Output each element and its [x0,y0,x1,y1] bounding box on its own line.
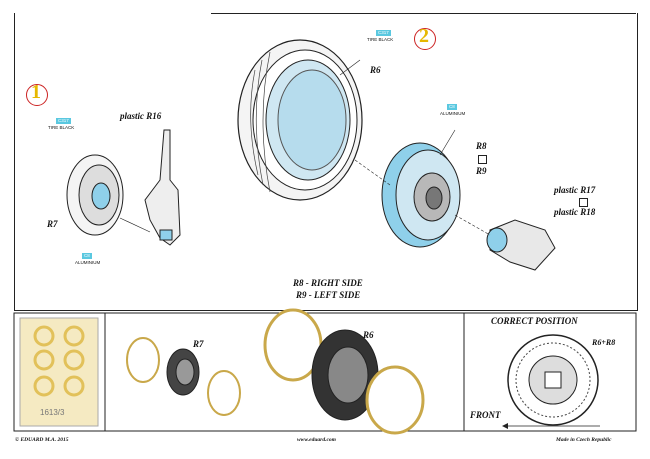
label-r7-lower: R7 [193,339,204,349]
footer-website: www.eduard.com [297,437,336,443]
label-plastic-r17: plastic R17 [554,185,596,195]
lower-wheel-r6 [263,308,425,435]
hub-r8 [381,142,461,248]
paint-badge-label: ALUMINIUM [75,260,101,265]
correct-position-wheel [507,334,599,426]
step-two-ring [414,28,436,50]
label-r6-r8: R6+R8 [592,338,616,347]
label-r6-lower: R6 [363,330,374,340]
mask-sheet-number: 1613/3 [40,408,65,417]
label-plastic-r18: plastic R18 [554,207,596,217]
replace-icon [478,155,487,164]
replace-icon [579,198,588,207]
label-r7: R7 [47,219,58,229]
footer-copyright: © EDUARD M.A. 2015 [15,437,69,443]
label-r8-right-side: R8 - RIGHT SIDE [293,278,363,288]
paint-badge-label: TIRE BLACK [367,37,394,42]
paint-badge-code: C8 [447,104,457,110]
paint-badge-label: TIRE BLACK [48,125,75,130]
footer-made-in: Made in Czech Republic [556,437,612,443]
step-two-number: 2 [419,25,429,47]
paint-badge-code: C317 [376,30,391,36]
label-r6: R6 [370,65,381,75]
label-r9: R9 [476,166,487,176]
label-r8: R8 [476,141,487,151]
paint-badge-label: ALUMINIUM [440,111,466,116]
label-r9-left-side: R9 - LEFT SIDE [296,290,361,300]
small-wheel-r7 [66,154,124,236]
axle-part-r17 [486,219,556,271]
label-plastic-r16: plastic R16 [120,111,162,121]
frame-top-line [211,13,636,14]
step-one-number: 1 [31,81,41,103]
strut-r16 [144,129,181,246]
step-one-ring [26,84,48,106]
mask-sheet [19,317,99,427]
paint-badge-code: C317 [56,118,71,124]
label-correct-position: CORRECT POSITION [491,316,578,326]
label-front: FRONT [470,410,501,420]
paint-badge-code: C8 [82,253,92,259]
main-tire-r6 [237,39,363,201]
lower-wheel-r7 [126,337,241,416]
front-arrow [502,423,600,429]
